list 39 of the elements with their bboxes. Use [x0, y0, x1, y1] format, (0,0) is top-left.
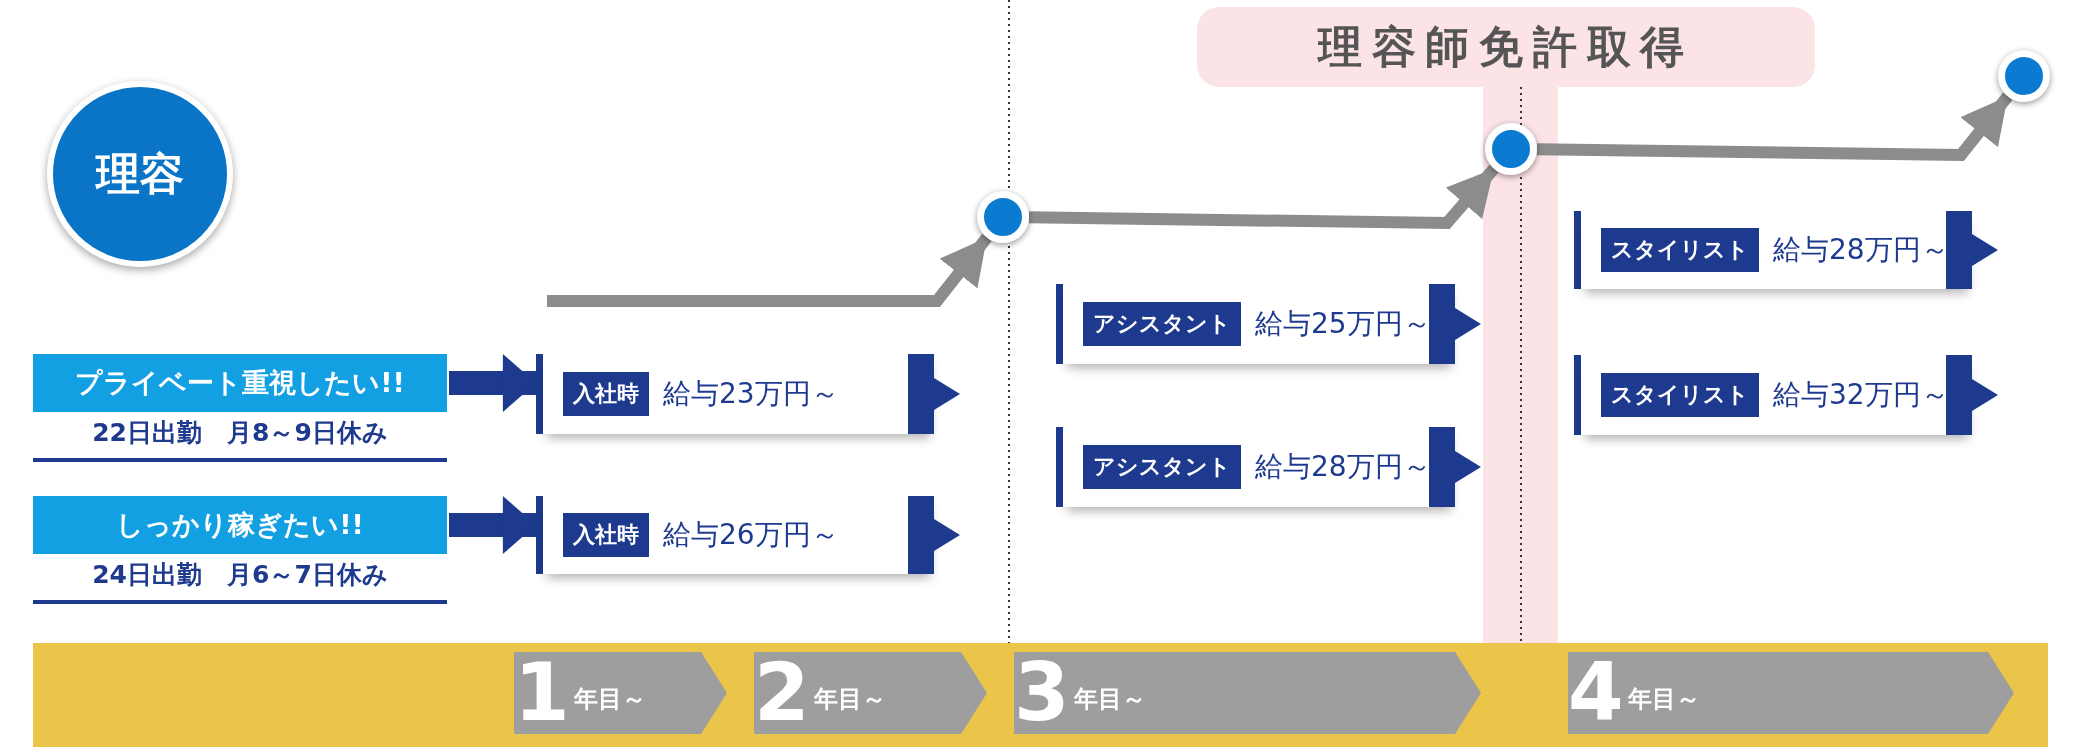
year-step — [514, 652, 727, 734]
role-tag: アシスタント — [1083, 445, 1241, 489]
role-tag: 入社時 — [563, 513, 649, 557]
salary-text: 給与26万円～ — [663, 517, 839, 553]
year-step — [1014, 652, 1481, 734]
year-number: 3 — [1014, 653, 1070, 733]
option-card — [33, 496, 447, 604]
milestone-banner: 理容師免許取得 — [1197, 7, 1815, 87]
role-tag: スタイリスト — [1601, 228, 1759, 272]
year-label: 年目～ — [573, 684, 646, 715]
year-number: 2 — [754, 653, 810, 733]
work-schedule: 22日出勤 月8～9日休み — [91, 417, 389, 449]
option-title: しっかり稼ぎたい!! — [115, 508, 365, 542]
arrow — [1536, 92, 2013, 162]
year-label: 年目～ — [1627, 684, 1700, 715]
year-label: 年目～ — [813, 684, 886, 715]
salary-card — [1056, 427, 1481, 507]
salary-text: 給与28万円～ — [1773, 232, 1949, 268]
year-step — [1568, 652, 2014, 734]
salary-text: 給与23万円～ — [663, 376, 839, 412]
role-tag: アシスタント — [1083, 302, 1241, 346]
arrow — [449, 354, 536, 412]
salary-card — [1056, 284, 1481, 364]
arrow — [1028, 164, 1499, 230]
year-number: 4 — [1568, 653, 1624, 733]
salary-text: 給与28万円～ — [1255, 449, 1431, 485]
year-step — [754, 652, 987, 734]
salary-text: 給与25万円～ — [1255, 306, 1431, 342]
year-label: 年目～ — [1073, 684, 1146, 715]
option-card — [33, 354, 447, 462]
role-tag: スタイリスト — [1601, 373, 1759, 417]
year-number: 1 — [514, 653, 570, 733]
option-title: プライベート重視したい!! — [74, 366, 406, 400]
arrow — [547, 233, 992, 307]
circle-label: 理容 — [96, 146, 184, 201]
arrow — [449, 496, 536, 554]
role-tag: 入社時 — [563, 372, 649, 416]
salary-text: 給与32万円～ — [1773, 377, 1949, 413]
work-schedule: 24日出勤 月6～7日休み — [91, 559, 389, 591]
